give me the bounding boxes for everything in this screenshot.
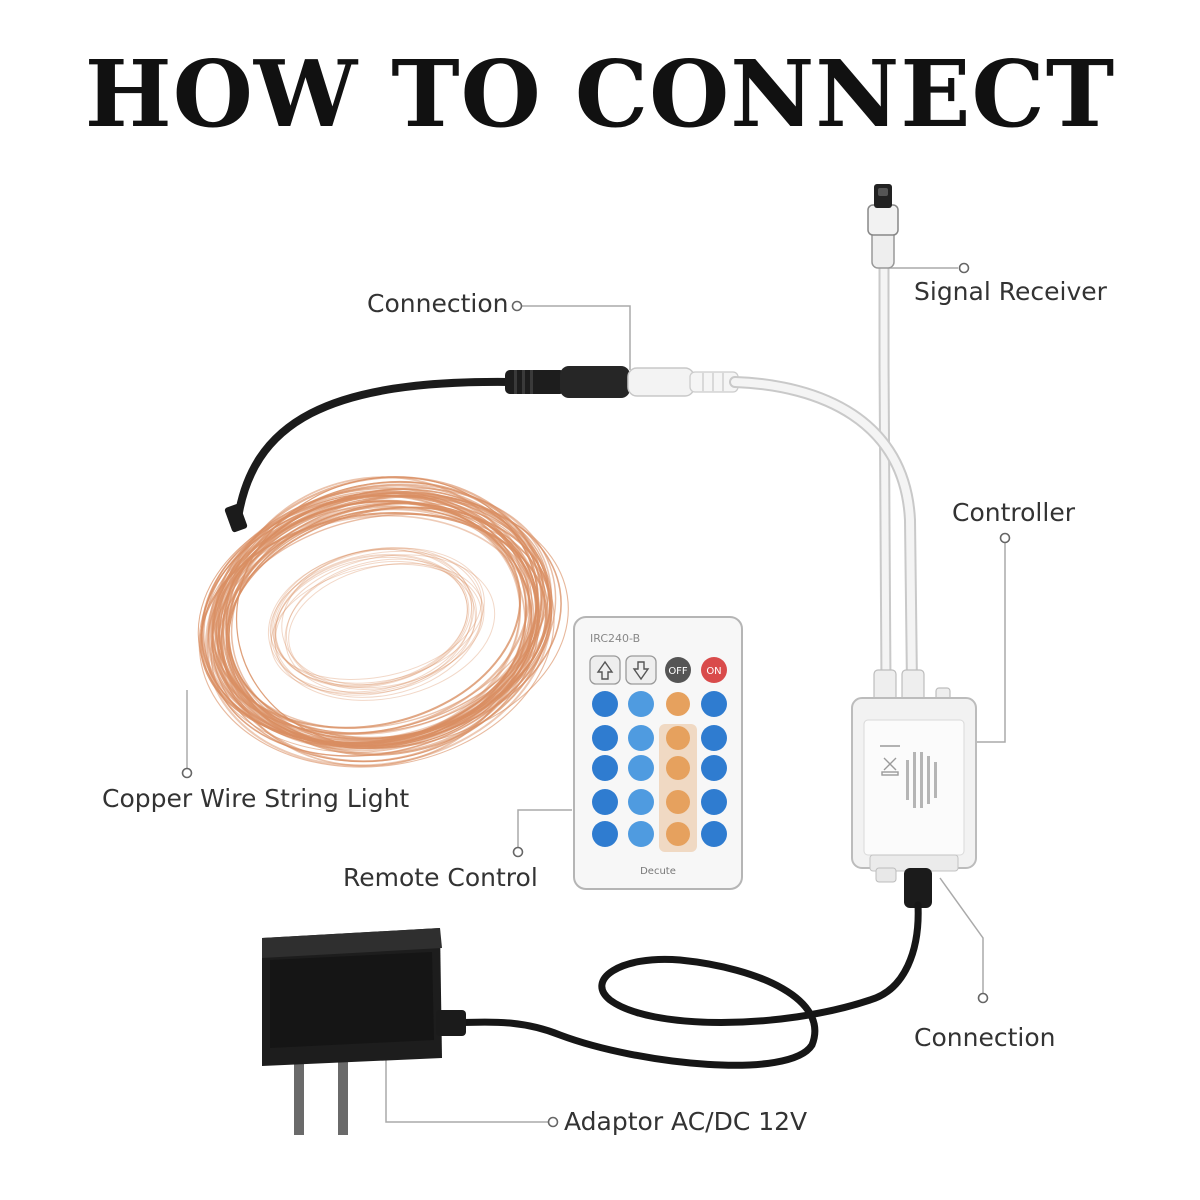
remote-function-button[interactable]	[666, 726, 690, 750]
remote-on-label: ON	[706, 666, 721, 677]
remote-function-button[interactable]	[628, 755, 654, 781]
copper-wire-loop	[273, 547, 483, 698]
black-lead-cable	[233, 377, 514, 529]
remote-function-button[interactable]	[592, 755, 618, 781]
remote-mode-panel	[659, 724, 697, 852]
remote-on-button[interactable]	[701, 657, 727, 683]
remote-control: IRC240-B OFF ON Decute	[573, 616, 743, 890]
remote-function-button[interactable]	[701, 725, 727, 751]
remote-brand-label: Decute	[640, 866, 676, 877]
remote-button-grid	[592, 691, 727, 847]
copper-wire-loop	[275, 555, 468, 687]
copper-wire-loop	[274, 554, 496, 701]
label-controller: Controller	[952, 498, 1075, 527]
remote-up-button[interactable]	[589, 655, 621, 685]
power-adaptor	[262, 928, 466, 1135]
remote-function-button[interactable]	[666, 822, 690, 846]
copper-wire-coil	[197, 476, 569, 768]
remote-function-button[interactable]	[592, 789, 618, 815]
copper-wire-loop	[269, 550, 483, 680]
dot-controller	[999, 532, 1011, 544]
signal-receiver	[867, 184, 899, 691]
copper-wire-loop	[270, 548, 473, 696]
white-cable	[729, 376, 918, 691]
copper-wire-loop	[284, 560, 476, 694]
remote-function-button[interactable]	[701, 691, 727, 717]
label-connection-top: Connection	[367, 289, 509, 318]
copper-wire-loop	[288, 562, 485, 689]
dot-copper-wire	[181, 767, 193, 779]
dot-signal-receiver	[958, 262, 970, 274]
remote-function-button[interactable]	[628, 691, 654, 717]
copper-wire-loop	[267, 548, 475, 693]
remote-function-button[interactable]	[666, 790, 690, 814]
copper-wire-loop	[220, 502, 538, 744]
arrow-up-icon	[596, 660, 614, 680]
leader-remote	[517, 809, 572, 852]
remote-function-button[interactable]	[666, 756, 690, 780]
remote-function-button[interactable]	[628, 821, 654, 847]
remote-model-label: IRC240-B	[590, 632, 640, 645]
label-copper-wire: Copper Wire String Light	[102, 784, 410, 813]
remote-function-button[interactable]	[592, 821, 618, 847]
arrow-down-icon	[632, 661, 650, 681]
label-signal-receiver: Signal Receiver	[914, 277, 1107, 306]
remote-function-button[interactable]	[701, 821, 727, 847]
copper-wire-loop	[201, 494, 537, 748]
label-adaptor: Adaptor AC/DC 12V	[564, 1107, 808, 1136]
remote-off-label: OFF	[668, 666, 688, 677]
copper-wire-loop	[270, 563, 482, 694]
remote-function-button[interactable]	[592, 691, 618, 717]
copper-wire-loop	[274, 553, 470, 688]
coil-connector	[224, 503, 248, 533]
remote-function-button[interactable]	[628, 789, 654, 815]
dot-connection-top	[511, 300, 523, 312]
copper-wire-loop	[285, 558, 477, 690]
leader-connection-top	[522, 305, 631, 370]
power-cable	[436, 868, 932, 1069]
top-connector	[505, 366, 739, 398]
remote-function-button[interactable]	[592, 725, 618, 751]
copper-wire-loop	[272, 547, 485, 684]
copper-wire-loop	[281, 547, 473, 686]
remote-down-button[interactable]	[625, 655, 657, 685]
page-title: HOW TO CONNECT	[84, 40, 1116, 148]
controller-box	[851, 669, 977, 883]
remote-function-button[interactable]	[701, 755, 727, 781]
remote-function-button[interactable]	[701, 789, 727, 815]
remote-off-button[interactable]	[665, 657, 691, 683]
dot-adaptor	[547, 1116, 559, 1128]
leader-dots	[181, 262, 1011, 1128]
copper-wire-loop	[274, 556, 468, 686]
leader-connection-bottom	[939, 877, 984, 1000]
label-remote-control: Remote Control	[343, 863, 538, 892]
copper-wire-loop	[209, 494, 530, 736]
dot-remote	[512, 846, 524, 858]
remote-function-button[interactable]	[666, 692, 690, 716]
remote-function-button[interactable]	[628, 725, 654, 751]
label-connection-bottom: Connection	[914, 1023, 1056, 1052]
copper-wire-loop	[204, 492, 552, 767]
dot-connection-bottom	[977, 992, 989, 1004]
